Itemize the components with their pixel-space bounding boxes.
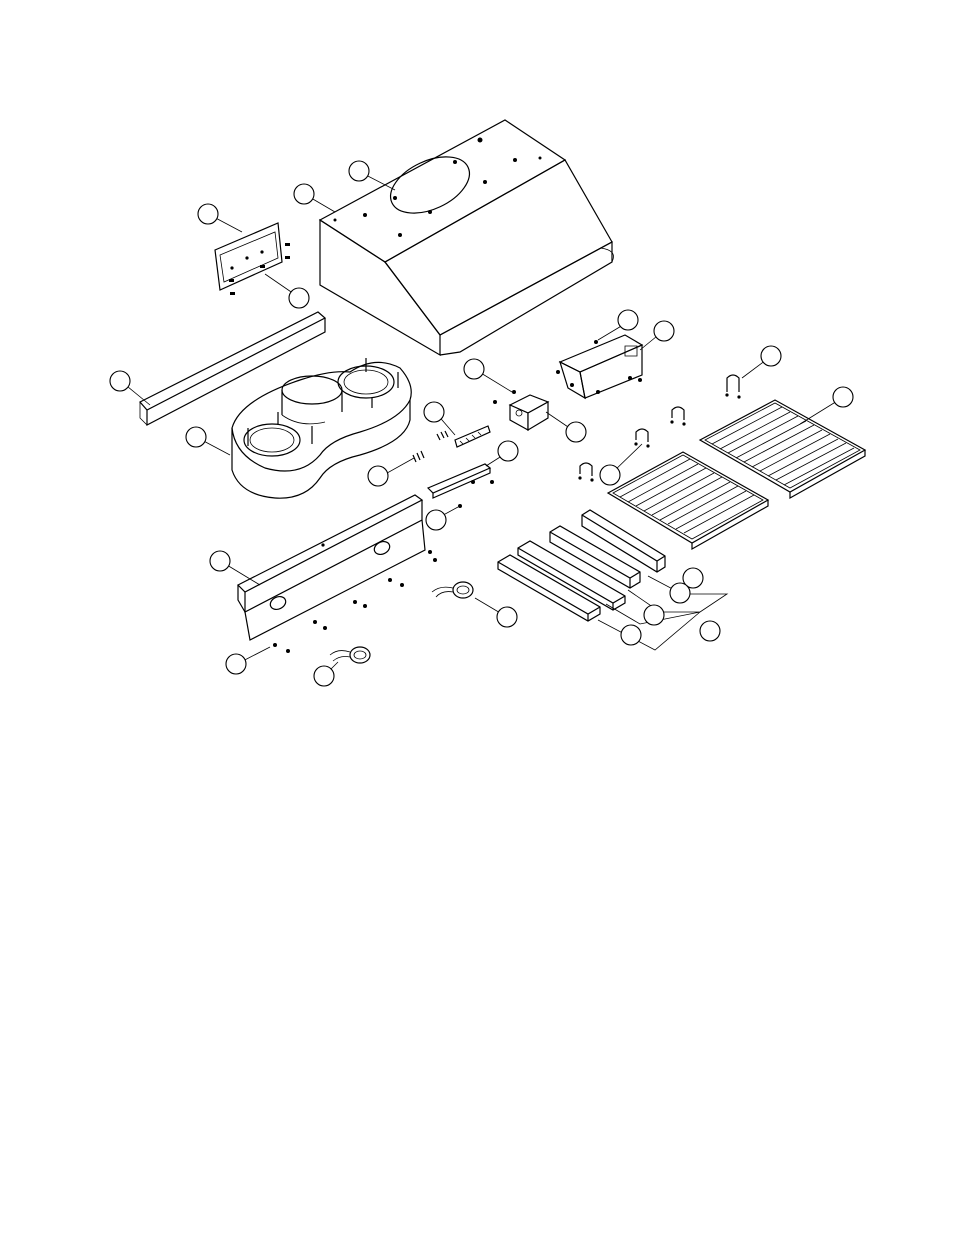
mounting-plate	[215, 223, 290, 295]
callout-bubble	[110, 371, 130, 391]
front-panel	[238, 495, 437, 653]
light-fixture-left	[330, 647, 370, 663]
callout-bubble	[566, 422, 586, 442]
callout-bubble	[424, 402, 444, 422]
callout-bubbles	[110, 161, 853, 686]
callout-bubble	[700, 621, 720, 641]
wall-rail	[140, 312, 325, 425]
callout-bubble	[289, 288, 309, 308]
callout-bubble	[497, 607, 517, 627]
filter-spacers	[498, 510, 665, 621]
callout-bubble	[426, 510, 446, 530]
callout-bubble	[833, 387, 853, 407]
callout-bubble	[294, 184, 314, 204]
callout-bubble	[618, 310, 638, 330]
light-fixture-right	[432, 582, 473, 598]
callout-bubble	[464, 359, 484, 379]
callout-bubble	[761, 346, 781, 366]
callout-bubble	[349, 161, 369, 181]
callout-bubble	[621, 625, 641, 645]
callout-bubble	[644, 605, 664, 625]
junction-box	[493, 390, 548, 430]
callout-bubble	[226, 654, 246, 674]
callout-bubble	[368, 466, 388, 486]
callout-bubble	[314, 666, 334, 686]
bracket	[428, 464, 494, 508]
hood-body	[320, 120, 614, 355]
grease-filter-left	[608, 452, 768, 549]
callout-bubble	[198, 204, 218, 224]
callout-bubble	[670, 583, 690, 603]
hood-holes	[334, 138, 542, 238]
callout-bubble	[600, 465, 620, 485]
panel-screws	[273, 550, 437, 653]
callout-bubble	[186, 427, 206, 447]
callout-bubble	[498, 441, 518, 461]
grease-filter-right	[700, 400, 865, 498]
callout-bubble	[654, 321, 674, 341]
callout-bubble	[210, 551, 230, 571]
electrical-box	[556, 335, 642, 398]
